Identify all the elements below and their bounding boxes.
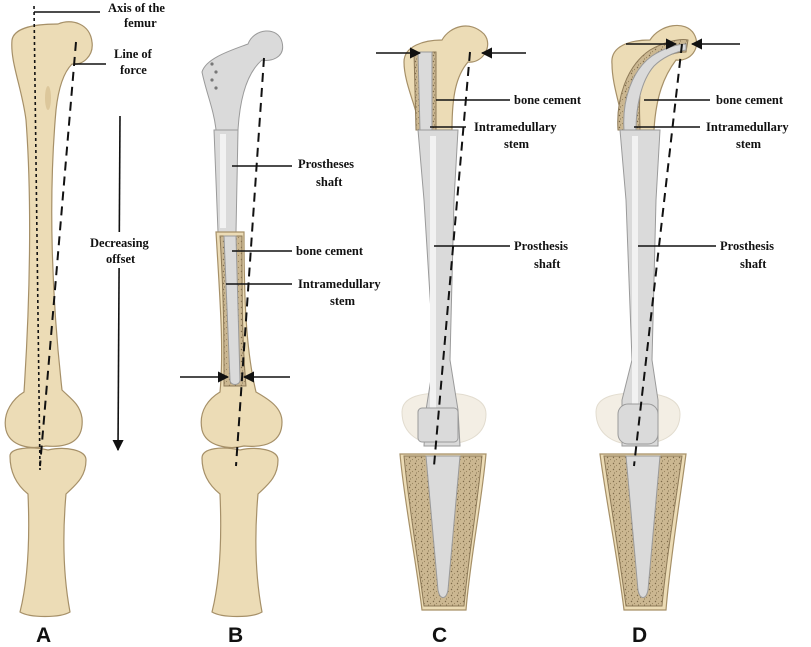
- stem-label-b-1: Intramedullary: [298, 277, 381, 291]
- prosthesis-shaft-label-d-1: Prosthesis: [720, 239, 774, 253]
- line-of-force-c: [433, 51, 471, 467]
- decreasing-offset-label-2: offset: [106, 252, 136, 266]
- panel-b: Prostheses shaft bone cement Intramedull…: [180, 30, 381, 647]
- knee-component-c: [417, 407, 459, 443]
- stem-label-d-2: stem: [736, 137, 762, 151]
- line-of-force-label-1: Line of: [114, 47, 153, 61]
- stem-proximal-d: [623, 43, 687, 131]
- panel-label-a: A: [36, 624, 51, 647]
- prosthesis-shaft-label-d-2: shaft: [740, 257, 767, 271]
- intramedullary-stem-b: [223, 235, 241, 385]
- tibia-a: [9, 447, 87, 618]
- prostheses-shaft-label-1: Prostheses: [298, 157, 354, 171]
- line-of-force-d: [633, 43, 683, 467]
- prostheses-shaft-label-2: shaft: [316, 175, 343, 189]
- axis-of-femur-label-2: femur: [124, 16, 157, 30]
- panel-d: bone cement Intramedullary stem Prosthes…: [595, 24, 789, 647]
- panel-c: bone cement Intramedullary stem Prosthes…: [376, 25, 582, 647]
- panel-label-c: C: [432, 624, 447, 647]
- bone-cement-label-c: bone cement: [514, 93, 582, 107]
- panel-a: Axis of the femur Line of force Decreasi…: [4, 1, 165, 647]
- prosthesis-shaft-d: [619, 129, 661, 447]
- stem-label-c-2: stem: [504, 137, 530, 151]
- line-of-force-b: [235, 57, 265, 467]
- decreasing-offset-label-1: Decreasing: [90, 236, 150, 250]
- stem-label-b-2: stem: [330, 294, 356, 308]
- bone-cement-label-d: bone cement: [716, 93, 784, 107]
- bone-cement-label-b: bone cement: [296, 244, 364, 258]
- tibia-b: [201, 447, 279, 618]
- line-of-force-a: [39, 41, 77, 467]
- stem-label-c-1: Intramedullary: [474, 120, 557, 134]
- axis-of-femur-label-1: Axis of the: [108, 1, 165, 15]
- prosthesis-shaft-label-c-1: Prosthesis: [514, 239, 568, 253]
- axis-of-femur-line: [33, 5, 41, 471]
- panel-label-b: B: [228, 624, 243, 647]
- femur-a: [4, 21, 93, 449]
- decreasing-offset-arrow: [112, 115, 124, 452]
- line-of-force-label-2: force: [120, 63, 147, 77]
- tibial-stem-d: [625, 455, 661, 598]
- panel-label-d: D: [632, 624, 647, 647]
- stem-proximal-c: [417, 51, 433, 131]
- stem-label-d-1: Intramedullary: [706, 120, 789, 134]
- prosthesis-head-b: [201, 30, 284, 131]
- prosthesis-shaft-label-c-2: shaft: [534, 257, 561, 271]
- tibial-stem-c: [425, 455, 461, 598]
